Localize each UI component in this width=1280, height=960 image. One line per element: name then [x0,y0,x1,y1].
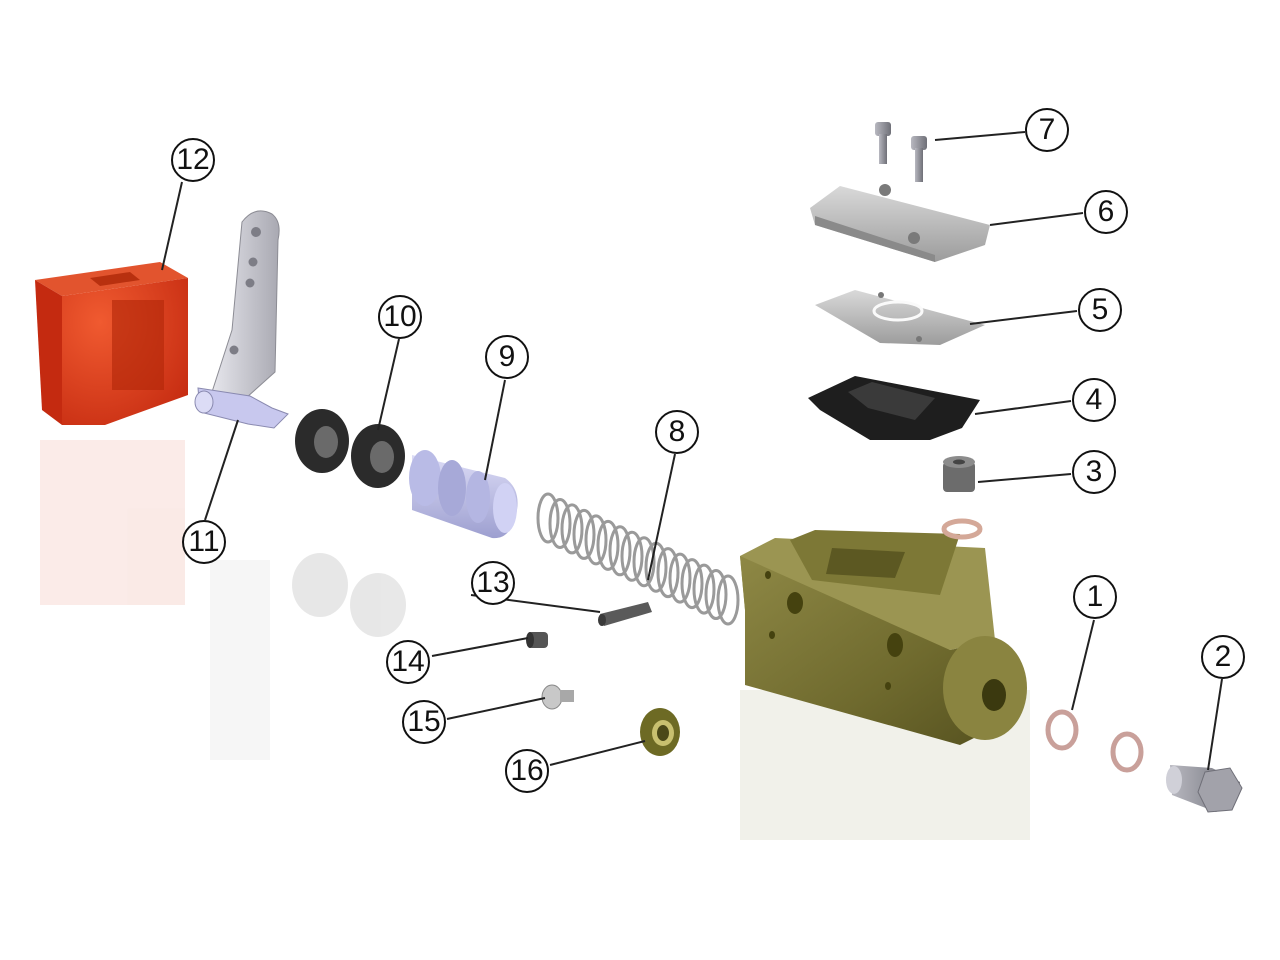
spring-coil [560,503,584,555]
callout-14: 14 [386,640,430,684]
banjo-bolt [1166,765,1243,813]
spring-coil [668,552,692,604]
master-cylinder-body [740,530,1027,745]
callout-6: 6 [1084,190,1128,234]
cover-screws [875,122,927,182]
callout-12: 12 [171,138,215,182]
callout-5: 5 [1078,288,1122,332]
spring-coil [608,525,632,577]
spring-coil [536,492,560,544]
callout-15: 15 [402,700,446,744]
callout-4: 4 [1072,378,1116,422]
spring-coil [632,536,656,588]
callout-13: 13 [471,561,515,605]
callout-10: 10 [378,295,422,339]
set-screw [526,632,548,648]
return-spring [536,492,740,626]
spring-coil [596,519,620,571]
piston [409,450,518,539]
diaphragm-gasket [808,376,980,440]
reservoir-box [35,262,188,425]
callout-8: 8 [655,410,699,454]
callout-16: 16 [505,749,549,793]
spring-coil [584,514,608,566]
pin [598,602,652,626]
brake-lever [194,210,289,429]
spring-coil [680,558,704,610]
reservoir-cap [943,456,975,492]
reservoir-cover [810,184,990,262]
spring-coil [716,574,740,626]
spring-coil [704,569,728,621]
copper-washers [1045,709,1144,773]
callout-7: 7 [1025,108,1069,152]
bleed-screw [541,684,574,710]
callout-2: 2 [1201,635,1245,679]
callout-1: 1 [1073,575,1117,619]
callout-11: 11 [182,520,226,564]
copper-washer-top [941,518,983,540]
spring-coil [656,547,680,599]
callout-3: 3 [1072,450,1116,494]
olive-washer [640,708,680,756]
spring-coil [620,530,644,582]
spring-coil [692,563,716,615]
spring-coil [572,508,596,560]
callout-9: 9 [485,335,529,379]
seal-rings [295,409,405,488]
spring-coil [548,497,572,549]
diaphragm-plate [815,290,985,345]
